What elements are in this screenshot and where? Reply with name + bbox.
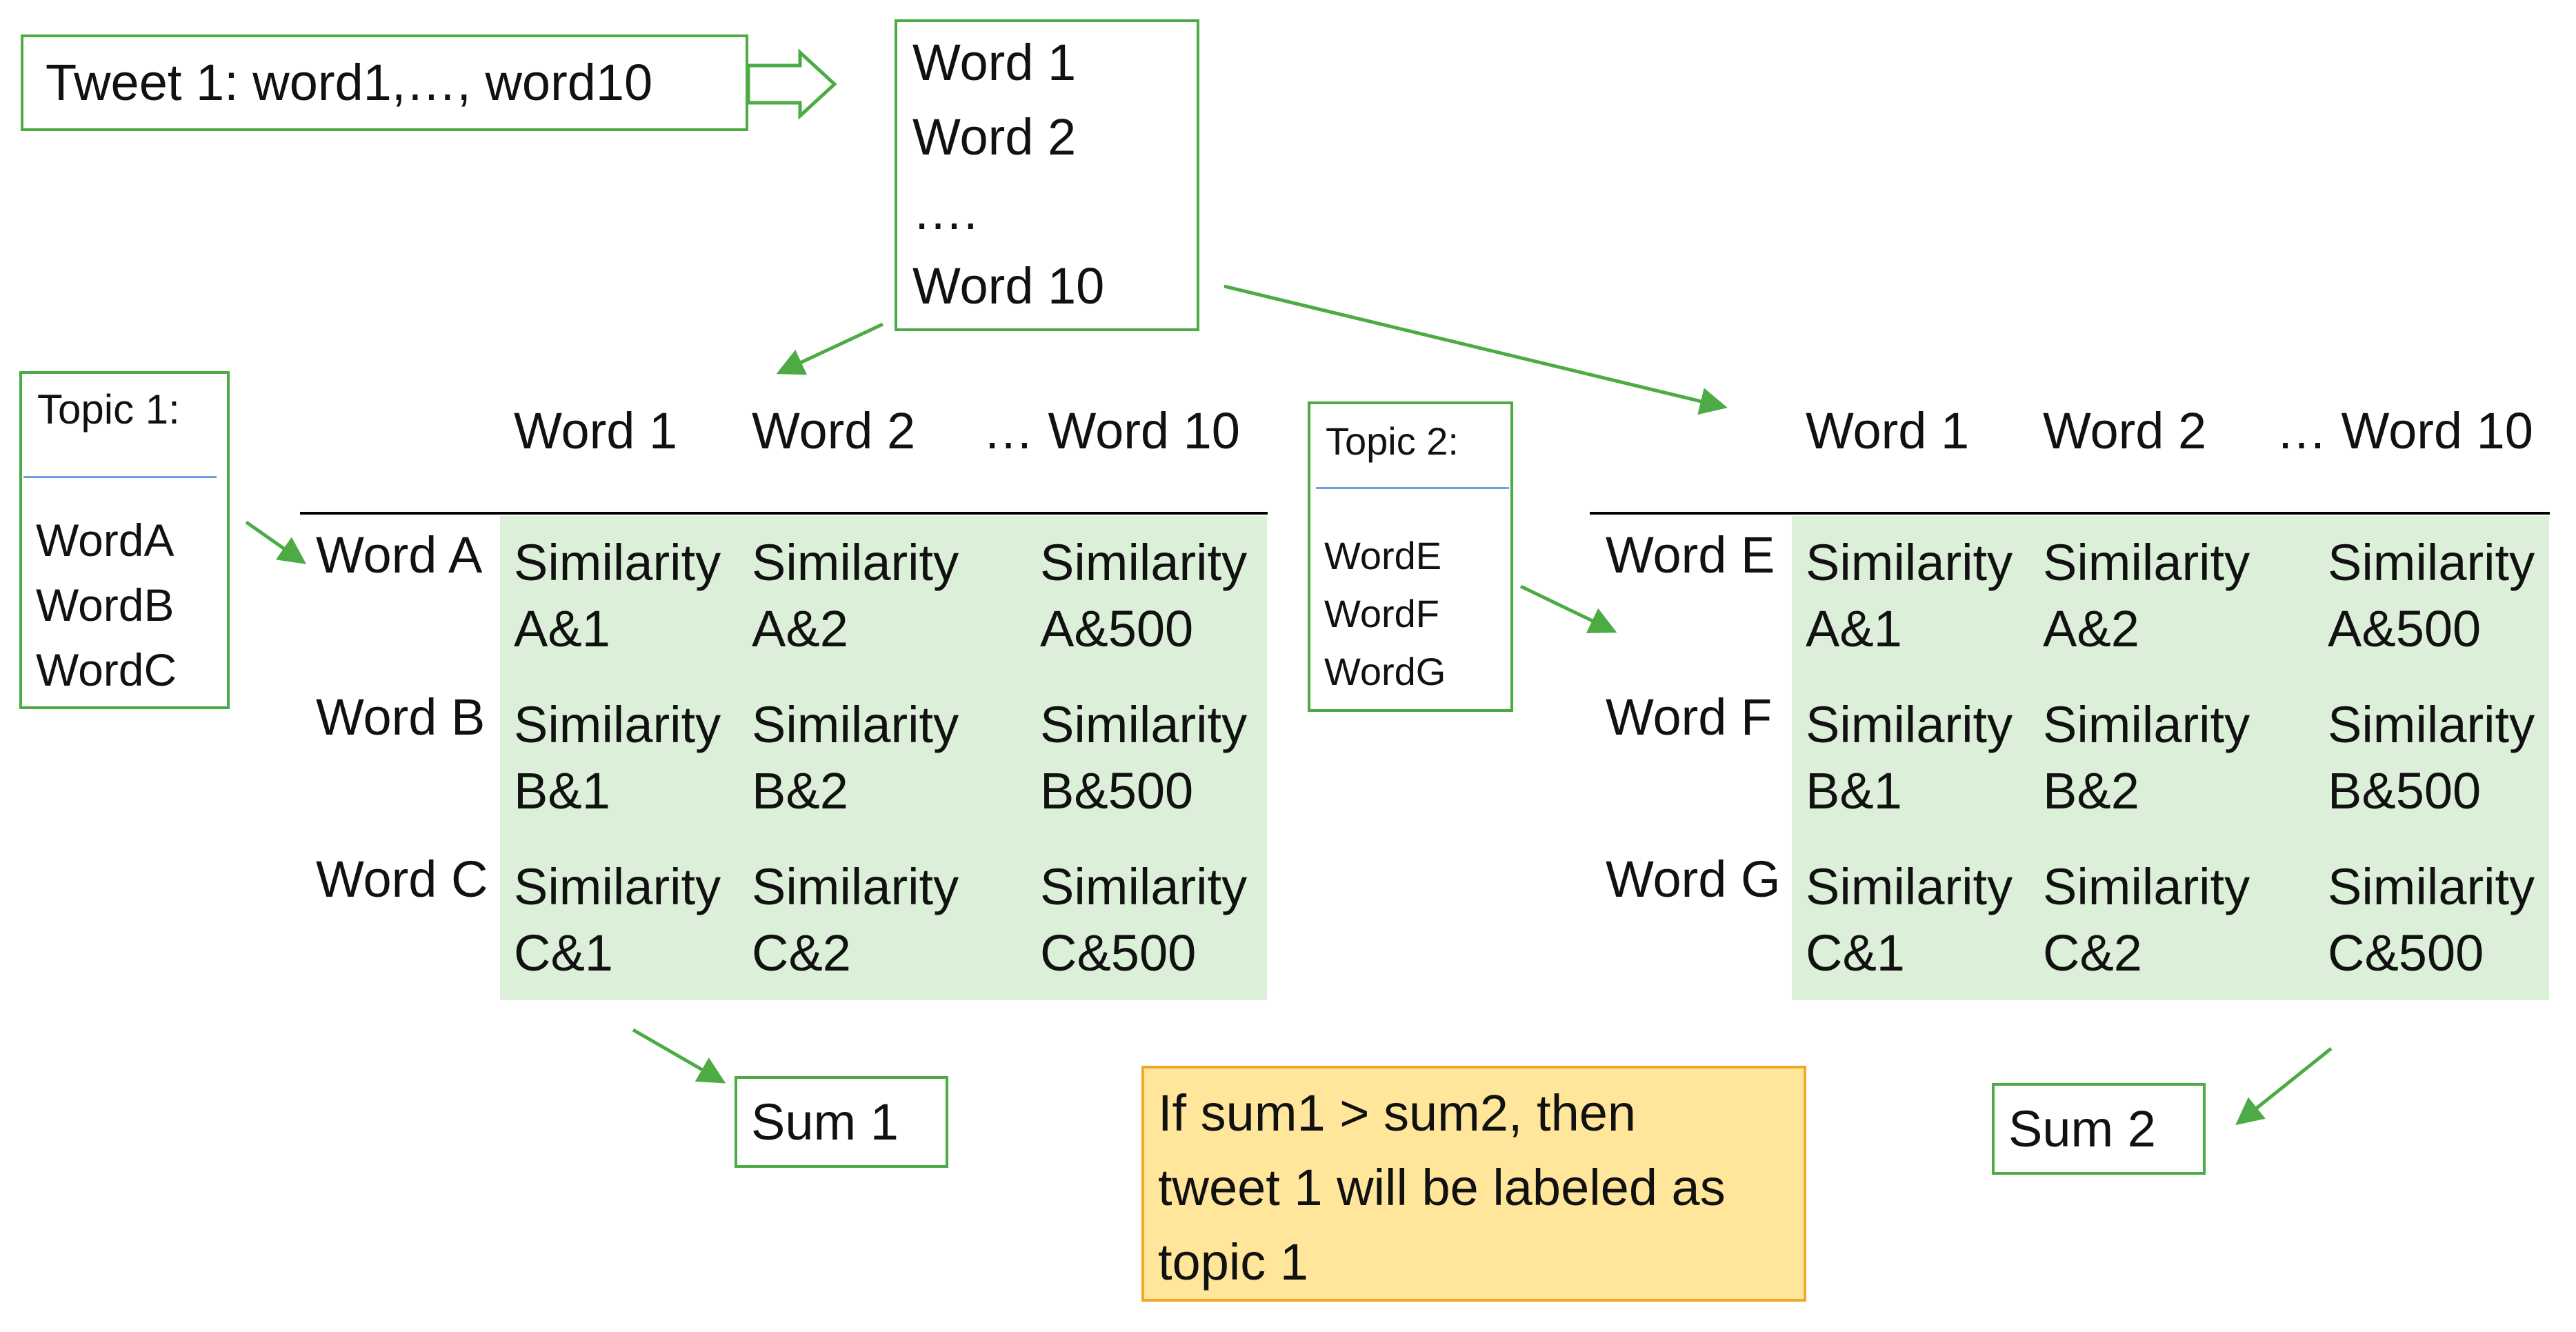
hollow-arrow [746,48,837,120]
topic1-word: WordC [36,644,177,695]
topic1-title: Topic 1: [37,386,180,433]
topic2-word: WordG [1324,650,1446,693]
topic2-separator [1316,487,1509,489]
matrix2-cell-area [1792,516,2549,1000]
note-line: tweet 1 will be labeled as [1158,1159,1726,1216]
topic1-word: WordB [36,579,174,630]
word-list-item: Word 1 [912,34,1077,91]
topic2-word: WordE [1324,534,1442,577]
topic2-word: WordF [1324,592,1439,635]
sum1-box: Sum 1 [735,1076,948,1168]
matrix1-cell-area [500,516,1267,1000]
arrow-matrix2-to-sum2 [2235,1047,2333,1126]
sum2-box: Sum 2 [1992,1083,2206,1175]
matrix1-col-header: … Word 10 [983,402,1240,459]
arrow-topic2-to-matrix2 [1519,584,1617,633]
word-list-item: Word 10 [912,257,1105,315]
matrix1-header-rule [300,512,1268,515]
matrix2-row-header: Word F [1606,688,1773,746]
word-list-item: Word 2 [912,108,1077,166]
arrow-wordlist-to-matrix2 [1224,284,1728,415]
topic2-title: Topic 2: [1326,419,1459,463]
tweet-label: Tweet 1: word1,…, word10 [46,54,653,111]
sum2-label: Sum 2 [2008,1100,2156,1157]
matrix2-row-header: Word G [1606,851,1781,908]
word-list-box: Word 1 Word 2 …. Word 10 [895,19,1199,331]
arrow-topic1-to-matrix1 [245,520,307,564]
arrow-matrix1-to-sum1 [632,1028,726,1084]
matrix2-col-header: … Word 10 [2276,402,2533,459]
matrix1-col-header: Word 2 [752,402,916,459]
sum1-label: Sum 1 [751,1093,899,1151]
arrow-wordlist-to-matrix1 [776,322,884,375]
matrix2-row-header: Word E [1606,526,1775,584]
matrix1-row-header: Word A [316,526,483,584]
matrix1-row-header: Word C [316,851,488,908]
matrix2-col-header: Word 2 [2043,402,2207,459]
topic1-box: Topic 1: WordA WordB WordC [19,371,230,709]
topic2-box: Topic 2: WordE WordF WordG [1308,401,1513,712]
matrix1-row-header: Word B [316,688,486,746]
decision-note: If sum1 > sum2, then tweet 1 will be lab… [1141,1066,1806,1302]
tweet-box: Tweet 1: word1,…, word10 [21,34,748,131]
matrix2-col-header: Word 1 [1806,402,1970,459]
matrix2-header-rule [1590,512,2550,515]
matrix1-col-header: Word 1 [514,402,678,459]
topic1-word: WordA [36,515,174,566]
word-list-item: …. [912,183,978,240]
topic1-separator [23,476,217,478]
note-line: topic 1 [1158,1233,1309,1291]
note-line: If sum1 > sum2, then [1158,1084,1637,1142]
